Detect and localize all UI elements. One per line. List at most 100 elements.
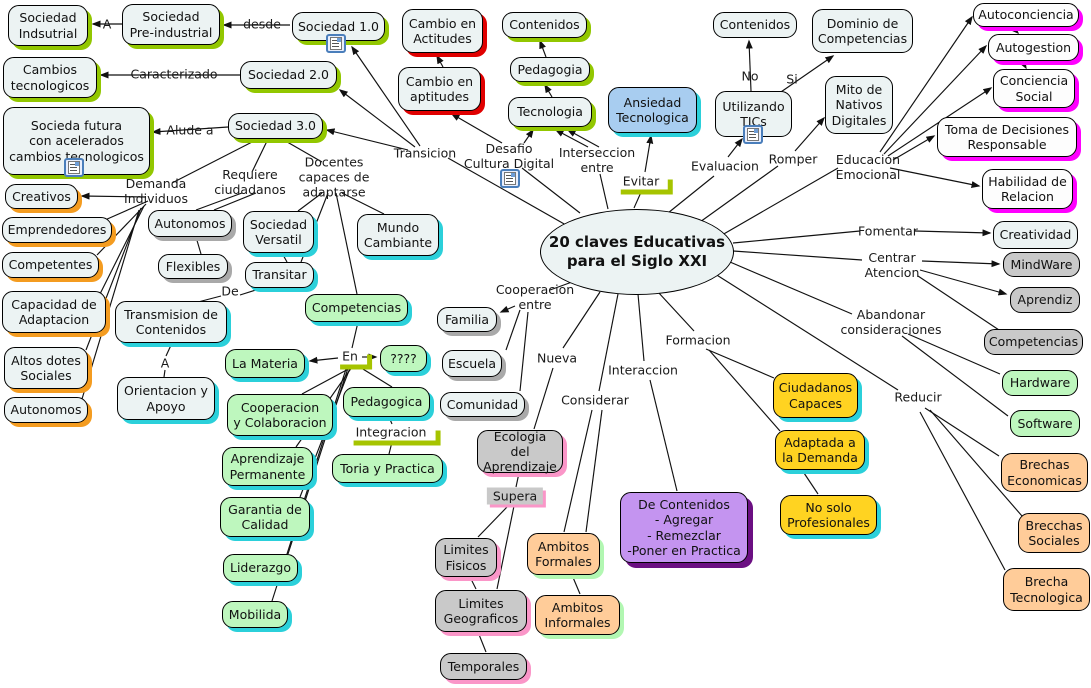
node-autonomos-mid[interactable]: Autonomos xyxy=(148,210,232,237)
resource-icon-desafio-cultura-digital[interactable] xyxy=(500,169,520,188)
link-a-mid[interactable]: A xyxy=(160,355,170,371)
link-fomentar[interactable]: Fomentar xyxy=(858,223,918,239)
node-contenidos-top-right[interactable]: Contenidos xyxy=(713,12,797,38)
node-pedagogica[interactable]: Pedagogica xyxy=(343,387,430,417)
node-toria-y-practica[interactable]: Toria y Practica xyxy=(332,454,443,483)
link-de[interactable]: De xyxy=(221,283,239,299)
node-limites-fisicos[interactable]: Limites Fisicos xyxy=(435,538,497,577)
node-transmision-de-contenidos[interactable]: Transmision de Contenidos xyxy=(115,301,227,343)
node-comunidad[interactable]: Comunidad xyxy=(440,392,525,417)
link-formacion[interactable]: Formacion xyxy=(665,332,731,348)
node-mindware[interactable]: MindWare xyxy=(1003,252,1080,277)
node-aprendiz[interactable]: Aprendiz xyxy=(1010,287,1080,313)
node-limites-geograficos[interactable]: Limites Geograficos xyxy=(435,590,527,632)
node-orientacion-y-apoyo[interactable]: Orientacion y Apoyo xyxy=(117,377,215,420)
resource-icon-utilizando-tics[interactable] xyxy=(743,125,763,144)
node-cambio-en-aptitudes[interactable]: Cambio en aptitudes xyxy=(398,67,481,111)
node-adaptada-a-la-demanda[interactable]: Adaptada a la Demanda xyxy=(775,430,865,470)
node-altos-dotes-sociales[interactable]: Altos dotes Sociales xyxy=(4,347,88,389)
node-competentes[interactable]: Competentes xyxy=(2,252,99,278)
node-transitar[interactable]: Transitar xyxy=(245,262,314,288)
node-flexibles[interactable]: Flexibles xyxy=(158,254,228,279)
link-caracterizado[interactable]: Caracterizado xyxy=(130,66,218,82)
node-autogestion[interactable]: Autogestion xyxy=(988,34,1079,61)
node-capacidad-de-adaptacion[interactable]: Capacidad de Adaptacion xyxy=(2,291,106,333)
node-sociedad-indsutrial[interactable]: Sociedad Indsutrial xyxy=(8,5,88,46)
link-demanda-individuos[interactable]: Demanda Individuos xyxy=(124,176,188,206)
node-utilizando-tics[interactable]: Utilizando TICs xyxy=(715,91,792,137)
node-pedagogia[interactable]: Pedagogia xyxy=(510,57,590,82)
resource-icon-sociedad-1-0[interactable] xyxy=(326,34,346,53)
node-sociedad-versatil[interactable]: Sociedad Versatil xyxy=(243,211,314,253)
link-docentes-capaces[interactable]: Docentes capaces de adaptarse xyxy=(298,154,370,200)
link-nueva[interactable]: Nueva xyxy=(536,350,578,366)
node-question-marks[interactable]: ???? xyxy=(380,345,427,372)
node-hardware[interactable]: Hardware xyxy=(1002,370,1078,396)
link-centrar-atencion[interactable]: Centrar Atencion xyxy=(864,250,920,280)
node-mito-de-nativos-digitales[interactable]: Mito de Nativos Digitales xyxy=(825,76,893,134)
link-desafio-cultura-digital[interactable]: Desafio Cultura Digital xyxy=(463,141,555,171)
link-requiere-ciudadanos[interactable]: Requiere ciudadanos xyxy=(214,167,286,197)
node-la-materia[interactable]: La Materia xyxy=(225,349,305,378)
node-sociedad-2-0[interactable]: Sociedad 2.0 xyxy=(240,61,337,89)
link-en[interactable]: En xyxy=(340,348,372,370)
central-topic-node[interactable]: 20 claves Educativas para el Siglo XXI xyxy=(540,209,734,295)
link-a-top[interactable]: A xyxy=(102,16,112,32)
node-emprendedores[interactable]: Emprendedores xyxy=(2,217,112,243)
link-educacion-emocional[interactable]: Educacion Emocional xyxy=(835,152,901,182)
node-ciudadanos-capaces[interactable]: Ciudadanos Capaces xyxy=(773,373,858,418)
node-sociedad-pre-industrial[interactable]: Sociedad Pre-industrial xyxy=(122,4,220,45)
link-abandonar-consideraciones[interactable]: Abandonar consideraciones xyxy=(840,307,942,337)
link-integracion[interactable]: Integracion xyxy=(353,424,441,446)
node-ansiedad-tecnologica[interactable]: Ansiedad Tecnologica xyxy=(608,87,697,133)
link-no[interactable]: No xyxy=(741,68,759,84)
link-evaluacion[interactable]: Evaluacion xyxy=(691,158,759,174)
node-garantia-de-calidad[interactable]: Garantia de Calidad xyxy=(220,497,310,537)
link-supera[interactable]: Supera xyxy=(486,487,544,505)
node-cambio-en-actitudes[interactable]: Cambio en Actitudes xyxy=(402,9,483,53)
node-conciencia-social[interactable]: Conciencia Social xyxy=(993,69,1075,108)
link-transicion[interactable]: Transicion xyxy=(393,145,457,161)
node-brecchas-sociales[interactable]: Brecchas Sociales xyxy=(1018,513,1090,553)
node-aprendizaje-permanente[interactable]: Aprendizaje Permanente xyxy=(222,447,313,486)
node-mundo-cambiante[interactable]: Mundo Cambiante xyxy=(357,214,439,256)
node-software[interactable]: Software xyxy=(1010,410,1080,437)
link-reducir[interactable]: Reducir xyxy=(894,389,942,405)
link-si[interactable]: Si xyxy=(786,71,798,87)
node-autonomos-left[interactable]: Autonomos xyxy=(4,397,88,423)
link-considerar[interactable]: Considerar xyxy=(561,392,629,408)
link-desde[interactable]: desde xyxy=(243,16,281,32)
link-interseccion-entre[interactable]: Interseccion entre xyxy=(558,145,636,175)
link-evitar[interactable]: Evitar xyxy=(620,173,674,195)
node-sociedad-3-0[interactable]: Sociedad 3.0 xyxy=(228,113,323,139)
resource-icon-socieda-futura[interactable] xyxy=(64,158,84,177)
node-contenidos-center[interactable]: Contenidos xyxy=(502,12,587,38)
node-ambitos-formales[interactable]: Ambitos Formales xyxy=(527,533,600,575)
node-familia[interactable]: Familia xyxy=(437,307,497,332)
node-escuela[interactable]: Escuela xyxy=(442,350,502,377)
node-brecha-tecnologica[interactable]: Brecha Tecnologica xyxy=(1003,568,1090,611)
link-cooperacion-entre[interactable]: Cooperacion entre xyxy=(495,282,575,312)
node-habilidad-de-relacion[interactable]: Habilidad de Relacion xyxy=(982,169,1073,209)
node-creativos[interactable]: Creativos xyxy=(5,184,78,209)
node-tecnologia[interactable]: Tecnologia xyxy=(508,97,592,127)
node-liderazgo[interactable]: Liderazgo xyxy=(223,554,298,582)
node-de-contenidos[interactable]: De Contenidos - Agregar - Remezclar -Pon… xyxy=(620,492,748,563)
link-interaccion[interactable]: Interaccion xyxy=(608,362,678,378)
node-temporales[interactable]: Temporales xyxy=(440,653,527,680)
node-brechas-economicas[interactable]: Brechas Economicas xyxy=(1001,453,1088,492)
node-ambitos-informales[interactable]: Ambitos Informales xyxy=(535,595,620,635)
link-alude-a[interactable]: Alude a xyxy=(166,122,214,138)
link-romper[interactable]: Romper xyxy=(768,151,818,167)
node-ecologia-del-aprendizaje[interactable]: Ecologia del Aprendizaje xyxy=(477,429,563,474)
node-cambios-tecnologicos[interactable]: Cambios tecnologicos xyxy=(3,57,97,98)
node-cooperacion-y-colaboracion[interactable]: Cooperacion y Colaboracion xyxy=(227,394,333,436)
node-competencias-green[interactable]: Competencias xyxy=(305,294,408,322)
node-creatividad[interactable]: Creatividad xyxy=(993,221,1078,249)
node-dominio-de-competencias[interactable]: Dominio de Competencias xyxy=(812,9,913,53)
node-toma-de-decisiones[interactable]: Toma de Decisiones Responsable xyxy=(937,117,1077,157)
node-competencias-gray[interactable]: Competencias xyxy=(984,329,1083,355)
node-no-solo-profesionales[interactable]: No solo Profesionales xyxy=(780,495,877,535)
node-autoconciencia[interactable]: Autoconciencia xyxy=(973,3,1079,27)
node-mobilida[interactable]: Mobilida xyxy=(222,601,288,628)
